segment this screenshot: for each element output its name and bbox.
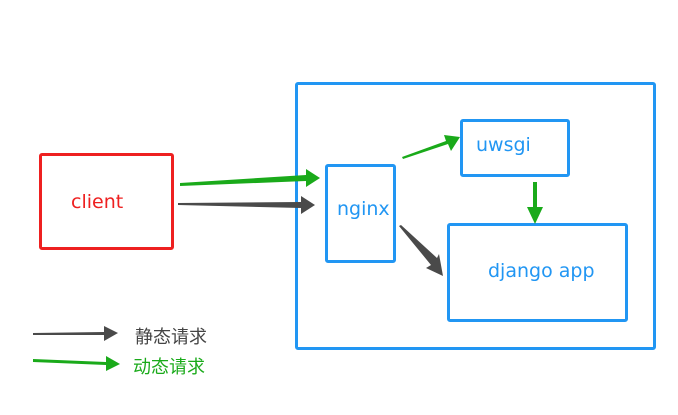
legend-dynamic-label: 动态请求 [133, 357, 205, 378]
legend-static-label: 静态请求 [135, 327, 207, 348]
client-label: client [71, 191, 124, 213]
arrow-uwsgi-django-dynamic [527, 182, 543, 224]
nginx-node [325, 164, 396, 263]
uwsgi-label: uwsgi [476, 134, 531, 156]
uwsgi-node [460, 119, 570, 177]
arrow-client-nginx-dynamic [180, 169, 320, 187]
legend-static-arrow [33, 326, 118, 341]
django-label: django app [488, 260, 595, 282]
client-node [39, 153, 174, 250]
arrow-nginx-uwsgi-dynamic [402, 135, 460, 159]
arrow-client-nginx-static [178, 196, 315, 214]
nginx-label: nginx [337, 198, 390, 220]
django-node [447, 223, 628, 322]
legend-dynamic-arrow [33, 356, 120, 371]
arrow-nginx-django-static [399, 225, 443, 276]
server-container [295, 82, 656, 350]
